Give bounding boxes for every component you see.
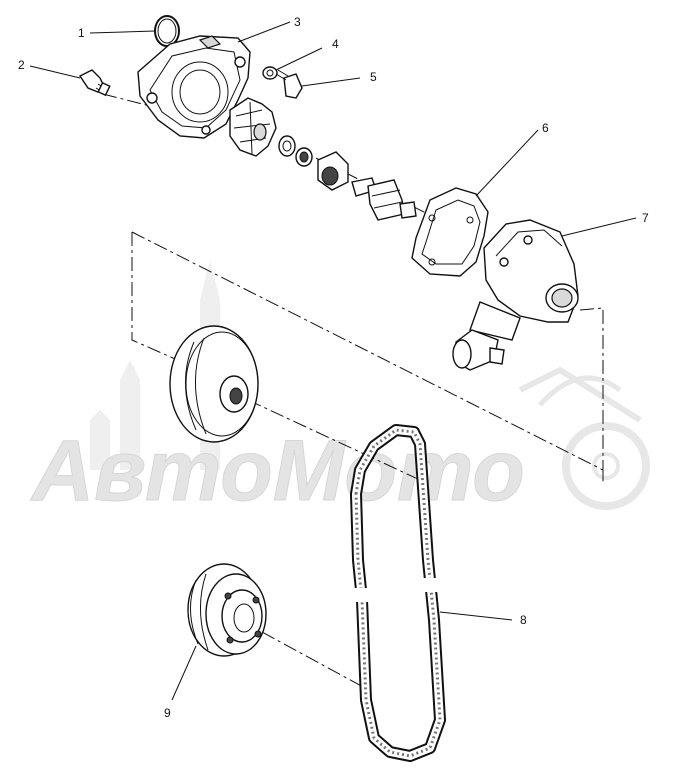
callout-7: 7 [642, 211, 649, 225]
callout-9: 9 [164, 706, 171, 720]
callout-6: 6 [542, 121, 549, 135]
drive-pulley-part [187, 563, 267, 657]
watermark-text: АвтоМото [30, 423, 525, 519]
watermark: АвтоМото [30, 260, 650, 520]
bolt-right-part [275, 69, 303, 99]
pump-cover-part [137, 35, 251, 139]
callout-8: 8 [520, 613, 527, 627]
seal-parts [278, 135, 349, 191]
o-ring-part [154, 15, 180, 47]
gasket-part [411, 187, 489, 277]
drive-belt-part [348, 424, 446, 762]
callout-3: 3 [294, 15, 301, 29]
callout-5: 5 [370, 70, 377, 84]
callout-1: 1 [78, 26, 85, 40]
bolt-left-part [78, 69, 111, 97]
water-pump-body-part [452, 219, 579, 371]
callout-labels: 1 2 3 4 5 6 7 8 9 [18, 15, 649, 720]
leader-lines [29, 21, 637, 701]
pump-shaft-part [351, 177, 417, 221]
washer-part [262, 66, 278, 80]
watermark-motorcycle-icon [518, 366, 650, 510]
impeller-part [229, 97, 277, 157]
callout-4: 4 [332, 37, 339, 51]
callout-2: 2 [18, 58, 25, 72]
driven-pulley-part [169, 325, 259, 443]
